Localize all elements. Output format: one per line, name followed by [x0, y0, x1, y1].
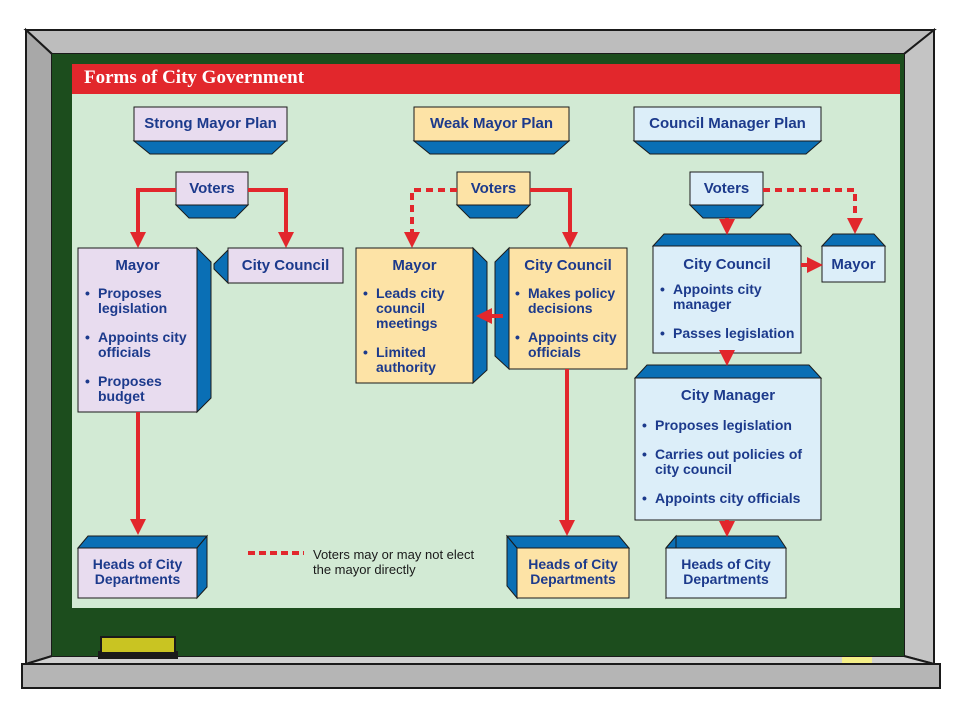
strong-heads-label: Heads of City Departments — [92, 556, 183, 587]
eraser — [100, 636, 176, 654]
strong-voters-label: Voters — [189, 180, 235, 197]
weak-council-title: City Council — [524, 257, 612, 274]
duty-item: Passes legislation — [660, 326, 798, 342]
strong-plan-header — [132, 106, 288, 155]
diagram-title: Forms of City Government — [84, 67, 305, 88]
title-banner — [72, 64, 900, 94]
weak-mayor-title: Mayor — [392, 257, 437, 274]
arrow-voters-to-council — [530, 188, 578, 248]
duty-item: Appoints city manager — [660, 282, 798, 312]
weak-heads-label: Heads of City Departments — [528, 556, 618, 587]
arrow-voters-to-mayor — [130, 188, 176, 248]
weak-plan-label: Weak Mayor Plan — [429, 115, 554, 132]
cm-council-title: City Council — [683, 256, 771, 273]
cm-council-duties: Appoints city manager Passes legislation — [660, 282, 798, 355]
cm-manager-title: City Manager — [680, 387, 776, 404]
chalk-piece — [842, 657, 872, 663]
dashed-voters-to-mayor — [404, 188, 457, 248]
legend-text: Voters may or may not elect the mayor di… — [313, 547, 475, 577]
duty-item: Proposes legislation — [85, 286, 193, 316]
cm-heads-box — [664, 534, 787, 600]
duty-item: Proposes budget — [85, 374, 193, 404]
eraser-base — [98, 651, 178, 659]
duty-item: Limited authority — [363, 345, 467, 375]
cm-mayor-label: Mayor — [831, 256, 876, 273]
duty-item: Proposes legislation — [642, 418, 818, 434]
weak-council-duties: Makes policy decisions Appoints city off… — [515, 286, 623, 374]
cm-plan-connectors — [719, 188, 863, 537]
council-manager-plan-label: Council Manager Plan — [649, 115, 806, 132]
strong-mayor-duties: Proposes legislation Appoints city offic… — [85, 286, 193, 418]
duty-item: Appoints city officials — [515, 330, 623, 360]
strong-mayor-title: Mayor — [115, 257, 160, 274]
weak-plan-header — [412, 106, 571, 155]
cm-manager-duties: Proposes legislation Carries out policie… — [642, 418, 818, 520]
cm-voters-box — [688, 171, 765, 219]
duty-item: Leads city council meetings — [363, 286, 467, 331]
dashed-voters-to-mayor — [763, 188, 863, 234]
weak-voters-label: Voters — [470, 180, 517, 197]
strong-plan-connectors — [130, 188, 294, 535]
duty-item: Appoints city officials — [85, 330, 193, 360]
strong-heads-box — [76, 534, 209, 600]
weak-voters-box — [455, 171, 532, 219]
duty-item: Appoints city officials — [642, 491, 818, 507]
strong-plan-label: Strong Mayor Plan — [144, 115, 277, 132]
council-manager-plan-header — [632, 106, 823, 155]
duty-item: Makes policy decisions — [515, 286, 623, 316]
weak-mayor-duties: Leads city council meetings Limited auth… — [363, 286, 467, 389]
strong-council-box — [213, 247, 344, 285]
duty-item: Carries out policies of city council — [642, 447, 818, 477]
cm-heads-label: Heads of City Departments — [681, 556, 771, 587]
arrow-voters-to-council — [248, 188, 294, 248]
strong-council-label: City Council — [241, 257, 330, 274]
weak-heads-box — [505, 534, 631, 600]
weak-plan-connectors — [404, 188, 578, 536]
cm-voters-label: Voters — [703, 180, 750, 197]
cm-mayor-box — [820, 233, 887, 283]
